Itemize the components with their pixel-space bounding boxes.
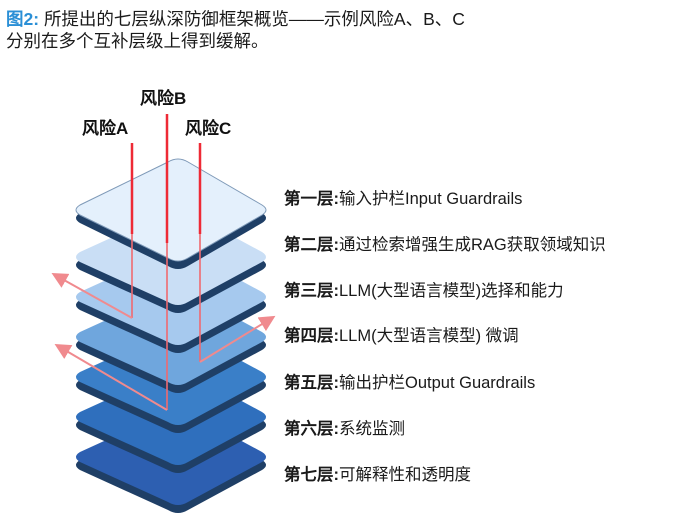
layer-4-index: 第四层: bbox=[284, 327, 339, 345]
risk-c-label: 风险C bbox=[185, 119, 232, 138]
layer-6-index: 第六层: bbox=[284, 420, 339, 438]
risk-a-path bbox=[51, 143, 134, 319]
risk-b-label: 风险B bbox=[140, 89, 187, 108]
layer-4-row: 第四层:LLM(大型语言模型) 微调 bbox=[284, 322, 519, 346]
layer-5-row: 第五层:输出护栏Output Guardrails bbox=[284, 369, 535, 393]
layer-7-index: 第七层: bbox=[284, 466, 339, 484]
layer-3-index: 第三层: bbox=[284, 282, 339, 300]
layer-6-desc: 系统监测 bbox=[339, 420, 405, 438]
layer-1-slab bbox=[75, 158, 267, 269]
caption-line-2: 分别在多个互补层级上得到缓解。 bbox=[6, 31, 269, 51]
layer-2-index: 第二层: bbox=[284, 236, 339, 254]
risk-c-path bbox=[198, 143, 276, 363]
layer-6-row: 第六层:系统监测 bbox=[284, 415, 405, 439]
layer-1-index: 第一层: bbox=[284, 190, 339, 208]
layer-7-row: 第七层:可解释性和透明度 bbox=[284, 461, 471, 485]
layer-2-row: 第二层:通过检索增强生成RAG获取领域知识 bbox=[284, 231, 606, 255]
layer-3-desc: LLM(大型语言模型)选择和能力 bbox=[339, 282, 564, 300]
layer-2-desc: 通过检索增强生成RAG获取领域知识 bbox=[339, 236, 606, 254]
risk-a-label: 风险A bbox=[82, 119, 129, 138]
risk-b-path bbox=[54, 114, 169, 411]
layer-1-row: 第一层:输入护栏Input Guardrails bbox=[284, 185, 522, 209]
layer-1-desc: 输入护栏Input Guardrails bbox=[339, 190, 523, 208]
layer-7-desc: 可解释性和透明度 bbox=[339, 466, 471, 484]
layer-4-desc: LLM(大型语言模型) 微调 bbox=[339, 327, 519, 345]
caption-line-1: 所提出的七层纵深防御框架概览——示例风险A、B、C bbox=[43, 9, 465, 29]
layer-5-index: 第五层: bbox=[284, 374, 339, 392]
layer-3-row: 第三层:LLM(大型语言模型)选择和能力 bbox=[284, 277, 564, 301]
figure-caption: 图2: 所提出的七层纵深防御框架概览——示例风险A、B、C 分别在多个互补层级上… bbox=[6, 8, 606, 52]
figure-label: 图2: bbox=[6, 9, 40, 29]
layer-5-desc: 输出护栏Output Guardrails bbox=[339, 374, 536, 392]
